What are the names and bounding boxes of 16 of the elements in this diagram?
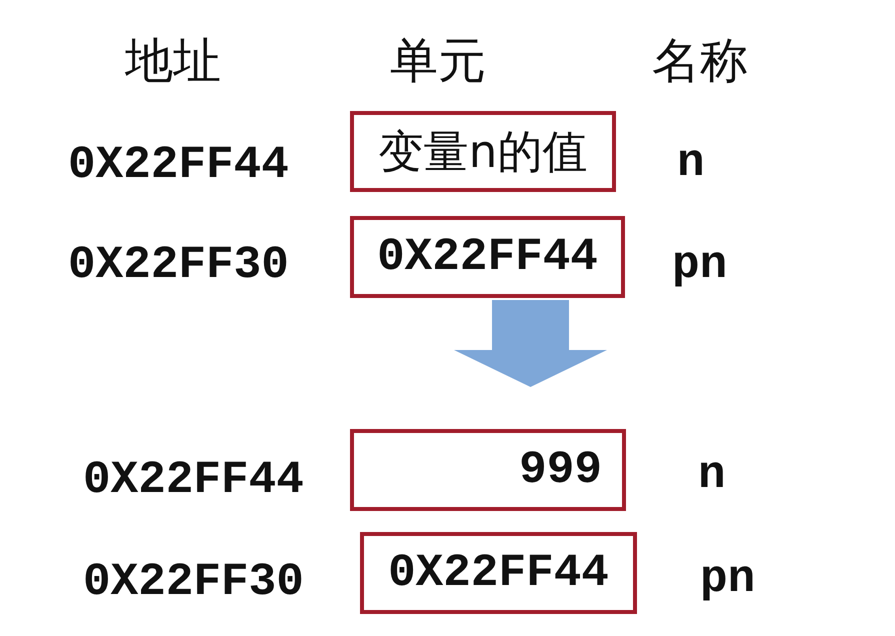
variable-name: n (698, 452, 726, 498)
variable-name: pn (672, 242, 728, 288)
column-header: 名称 (652, 37, 748, 85)
column-header: 单元 (390, 37, 486, 85)
memory-cell: 999 (350, 429, 626, 511)
variable-name: n (677, 140, 705, 186)
address-label: 0X22FF30 (68, 242, 289, 288)
address-label: 0X22FF44 (83, 457, 304, 503)
address-label: 0X22FF44 (68, 142, 289, 188)
arrow (454, 300, 607, 387)
column-header: 地址 (125, 37, 221, 85)
address-label: 0X22FF30 (83, 559, 304, 605)
variable-name: pn (700, 556, 756, 602)
memory-cell: 0X22FF44 (350, 216, 625, 298)
memory-cell: 0X22FF44 (360, 532, 637, 614)
memory-cell: 变量n的值 (350, 111, 616, 192)
